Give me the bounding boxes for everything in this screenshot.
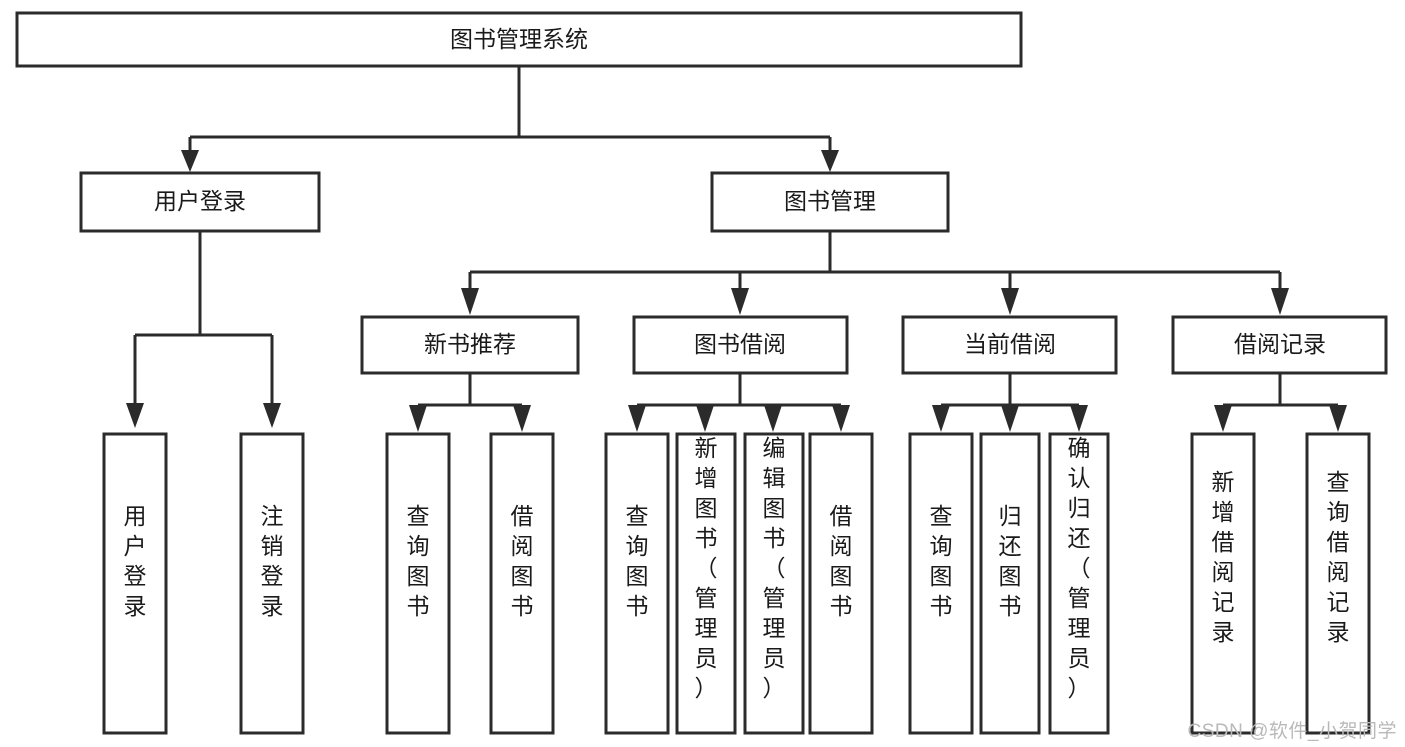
node-new-book-recommend-label: 新书推荐 bbox=[424, 331, 516, 357]
leaf-confirm-return[interactable]: 确认归还（管理员） bbox=[1048, 432, 1110, 735]
leaf-add-record[interactable]: 新增借阅记录 bbox=[1190, 432, 1256, 735]
arrow-head-leaf-add-record bbox=[1214, 405, 1232, 432]
connector-layer bbox=[126, 66, 1347, 432]
leaf-user-logout[interactable]: 注销登录 bbox=[239, 432, 305, 735]
leaf-edit-book-label: 编辑图书（管理员） bbox=[763, 435, 786, 701]
node-user-login-label: 用户登录 bbox=[154, 188, 246, 214]
node-new-book-recommend-box[interactable] bbox=[360, 315, 580, 375]
node-book-borrow-box[interactable] bbox=[632, 315, 849, 375]
node-current-borrow[interactable]: 当前借阅 bbox=[901, 315, 1118, 375]
node-user-login[interactable]: 用户登录 bbox=[79, 171, 321, 233]
arrow-head-leaf-borrow-book-1 bbox=[513, 405, 531, 432]
node-book-management[interactable]: 图书管理 bbox=[710, 171, 950, 233]
leaf-edit-book-box[interactable] bbox=[743, 432, 805, 735]
leaf-borrow-book-1-label: 借阅图书 bbox=[511, 503, 534, 619]
node-book-management-label: 图书管理 bbox=[784, 188, 876, 214]
leaf-confirm-return-label: 确认归还（管理员） bbox=[1068, 435, 1091, 701]
leaf-edit-book[interactable]: 编辑图书（管理员） bbox=[743, 432, 805, 735]
leaf-add-book-box[interactable] bbox=[675, 432, 737, 735]
node-borrow-record-box[interactable] bbox=[1171, 315, 1388, 375]
arrow-head-current-borrow bbox=[1001, 288, 1019, 315]
leaf-query-book-2[interactable]: 查询图书 bbox=[604, 432, 670, 735]
leaf-query-book-3[interactable]: 查询图书 bbox=[908, 432, 974, 735]
arrow-head-leaf-user-login bbox=[126, 403, 144, 428]
arrow-head-leaf-query-record bbox=[1329, 405, 1347, 432]
arrow-head-leaf-query-book-1 bbox=[409, 405, 427, 432]
node-root-label: 图书管理系统 bbox=[450, 26, 588, 52]
arrow-head-book-management bbox=[821, 150, 839, 172]
arrow-head-leaf-query-book-2 bbox=[628, 405, 646, 432]
arrow-head-book-borrow bbox=[731, 288, 749, 315]
leaf-borrow-book-2[interactable]: 借阅图书 bbox=[808, 432, 874, 735]
arrow-head-leaf-borrow-book-2 bbox=[832, 405, 850, 432]
leaf-query-book-2-box[interactable] bbox=[604, 432, 670, 735]
leaf-user-login[interactable]: 用户登录 bbox=[102, 432, 168, 735]
node-borrow-record-label: 借阅记录 bbox=[1234, 331, 1326, 357]
node-root[interactable]: 图书管理系统 bbox=[15, 11, 1023, 68]
node-new-book-recommend[interactable]: 新书推荐 bbox=[360, 315, 580, 375]
arrow-head-leaf-add-book bbox=[696, 405, 714, 432]
leaf-borrow-book-2-label: 借阅图书 bbox=[830, 503, 853, 619]
leaf-query-book-1-box[interactable] bbox=[385, 432, 451, 735]
arrow-head-leaf-return-book bbox=[1001, 405, 1019, 432]
leaf-query-record-box[interactable] bbox=[1305, 432, 1371, 735]
arrow-head-leaf-query-book-3 bbox=[932, 405, 950, 432]
node-borrow-record[interactable]: 借阅记录 bbox=[1171, 315, 1388, 375]
leaf-query-book-3-label: 查询图书 bbox=[930, 503, 953, 619]
leaf-add-record-label: 新增借阅记录 bbox=[1212, 469, 1235, 645]
node-book-borrow-label: 图书借阅 bbox=[694, 331, 786, 357]
leaf-query-book-3-box[interactable] bbox=[908, 432, 974, 735]
arrow-head-borrow-record bbox=[1271, 288, 1289, 315]
leaf-query-record-label: 查询借阅记录 bbox=[1327, 469, 1350, 645]
arrow-head-leaf-user-logout bbox=[263, 403, 281, 428]
node-book-management-box[interactable] bbox=[710, 171, 950, 233]
node-book-borrow[interactable]: 图书借阅 bbox=[632, 315, 849, 375]
arrow-head-leaf-edit-book bbox=[764, 405, 782, 432]
node-root-box[interactable] bbox=[15, 11, 1023, 68]
node-current-borrow-label: 当前借阅 bbox=[964, 331, 1056, 357]
leaf-query-book-2-label: 查询图书 bbox=[626, 503, 649, 619]
arrow-head-leaf-confirm-return bbox=[1070, 405, 1088, 432]
leaf-borrow-book-1[interactable]: 借阅图书 bbox=[489, 432, 555, 735]
leaf-add-record-box[interactable] bbox=[1190, 432, 1256, 735]
arrow-head-new-book-recommend bbox=[461, 288, 479, 315]
leaf-user-login-box[interactable] bbox=[102, 432, 168, 735]
node-current-borrow-box[interactable] bbox=[901, 315, 1118, 375]
leaf-user-logout-label: 注销登录 bbox=[261, 503, 284, 619]
csdn-watermark: CSDN @软件_小贺同学 bbox=[1187, 721, 1397, 742]
leaf-confirm-return-box[interactable] bbox=[1048, 432, 1110, 735]
leaf-return-book-label: 归还图书 bbox=[999, 503, 1022, 619]
leaf-user-login-label: 用户登录 bbox=[124, 503, 147, 619]
node-user-login-box[interactable] bbox=[79, 171, 321, 233]
leaf-query-record[interactable]: 查询借阅记录 bbox=[1305, 432, 1371, 735]
leaf-add-book[interactable]: 新增图书（管理员） bbox=[675, 432, 737, 735]
leaf-borrow-book-1-box[interactable] bbox=[489, 432, 555, 735]
arrow-head-user-login bbox=[181, 150, 199, 172]
leaf-query-book-1-label: 查询图书 bbox=[407, 503, 430, 619]
leaf-return-book[interactable]: 归还图书 bbox=[979, 432, 1041, 735]
leaf-borrow-book-2-box[interactable] bbox=[808, 432, 874, 735]
leaf-add-book-label: 新增图书（管理员） bbox=[695, 435, 718, 701]
leaf-user-logout-box[interactable] bbox=[239, 432, 305, 735]
leaf-query-book-1[interactable]: 查询图书 bbox=[385, 432, 451, 735]
leaf-return-book-box[interactable] bbox=[979, 432, 1041, 735]
